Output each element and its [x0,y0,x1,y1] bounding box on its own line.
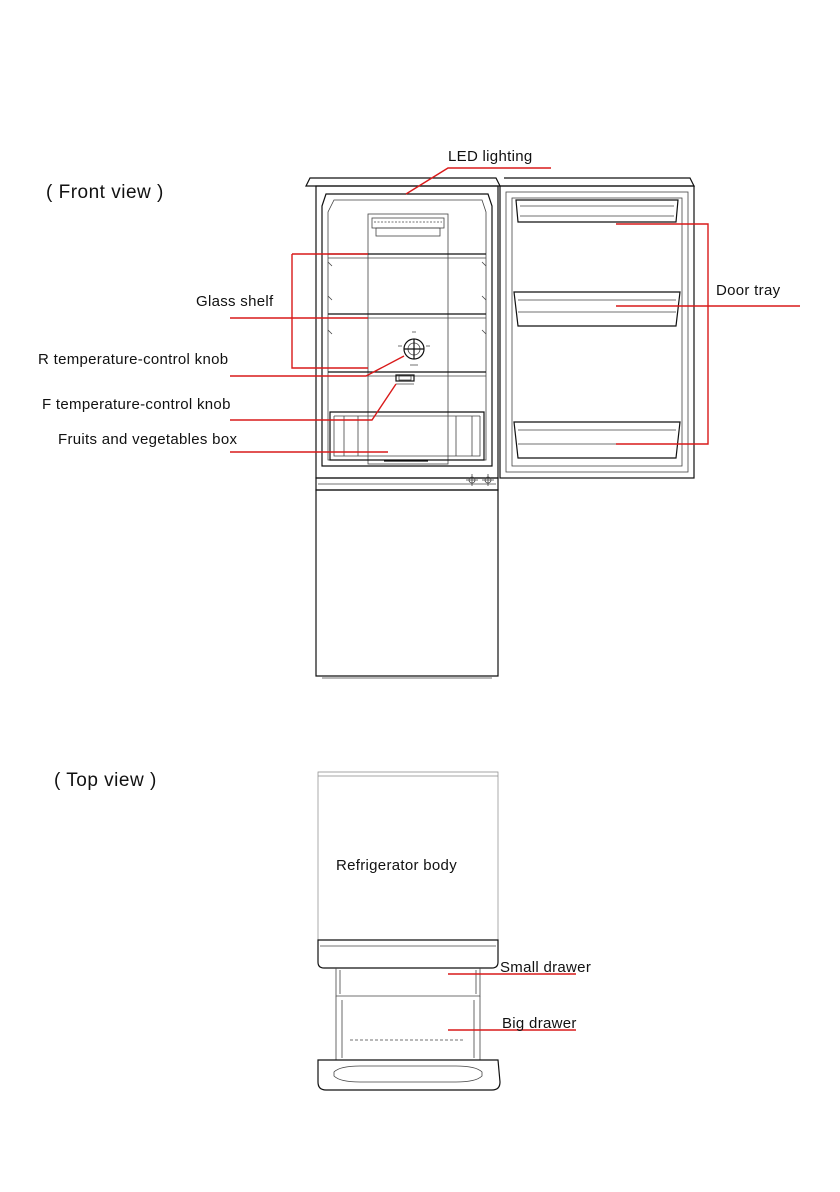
top-view-title: ( Top view ) [54,772,157,790]
fruit-box-label: Fruits and vegetables box [58,431,237,449]
door-tray-label: Door tray [716,282,780,300]
f-knob-label: F temperature-control knob [42,396,231,414]
front-view-drawing [230,168,800,678]
glass-shelf-label: Glass shelf [196,293,274,311]
front-view-title: ( Front view ) [46,184,164,202]
small-drawer-label: Small drawer [500,959,591,977]
top-view-drawing [318,772,576,1090]
refrigerator-body-label: Refrigerator body [336,857,457,875]
big-drawer-label: Big drawer [502,1015,577,1033]
r-knob-label: R temperature-control knob [38,351,228,369]
led-lighting-label: LED lighting [448,148,532,166]
